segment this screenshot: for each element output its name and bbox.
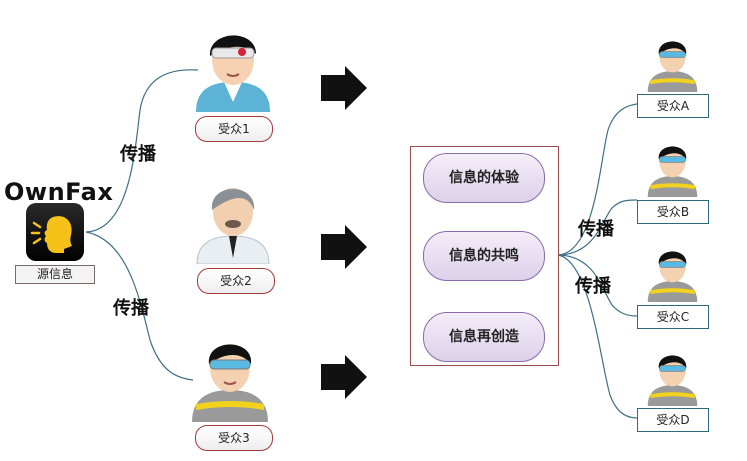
- connector-source-aud1: [85, 69, 199, 233]
- connector-source-aud3: [85, 231, 194, 381]
- person-with-headband-icon: [645, 242, 700, 306]
- audience-label-2: 受众2: [197, 268, 275, 294]
- audience-label-1: 受众1: [195, 116, 273, 142]
- arrow-right-2: [321, 225, 367, 269]
- person-with-goggles-icon: [190, 20, 276, 116]
- right-audience-label-d: 受众D: [637, 408, 709, 432]
- arrow-right-3: [321, 355, 367, 399]
- spread-label-right-top: 传播: [578, 219, 614, 240]
- experience-pill-2: 信息的共鸣: [423, 231, 545, 281]
- brand-logo-text: OwnFax: [4, 178, 114, 206]
- person-with-headband-icon: [645, 32, 700, 96]
- man-in-suit-icon: [193, 172, 273, 268]
- connector-center-D: [556, 254, 638, 419]
- arrow-right-1: [321, 66, 367, 110]
- spread-label-top: 传播: [120, 144, 156, 165]
- right-audience-label-c: 受众C: [637, 305, 709, 329]
- experience-pill-3: 信息再创造: [423, 312, 545, 362]
- source-label: 源信息: [15, 265, 95, 284]
- person-with-headband-icon: [645, 346, 700, 410]
- connector-center-C: [556, 254, 638, 317]
- audience-label-3: 受众3: [195, 425, 273, 451]
- spread-label-bottom: 传播: [113, 298, 149, 319]
- experience-box: 信息的体验 信息的共鸣 信息再创造: [410, 146, 559, 366]
- speaking-head-icon: [26, 203, 84, 261]
- experience-pill-1: 信息的体验: [423, 153, 545, 203]
- person-with-headband-icon: [188, 330, 272, 426]
- right-audience-label-b: 受众B: [637, 200, 709, 224]
- spread-label-right-bottom: 传播: [575, 276, 611, 297]
- person-with-headband-icon: [645, 137, 700, 201]
- connector-center-B: [556, 199, 638, 256]
- right-audience-label-a: 受众A: [637, 94, 709, 118]
- connector-center-A: [556, 103, 638, 256]
